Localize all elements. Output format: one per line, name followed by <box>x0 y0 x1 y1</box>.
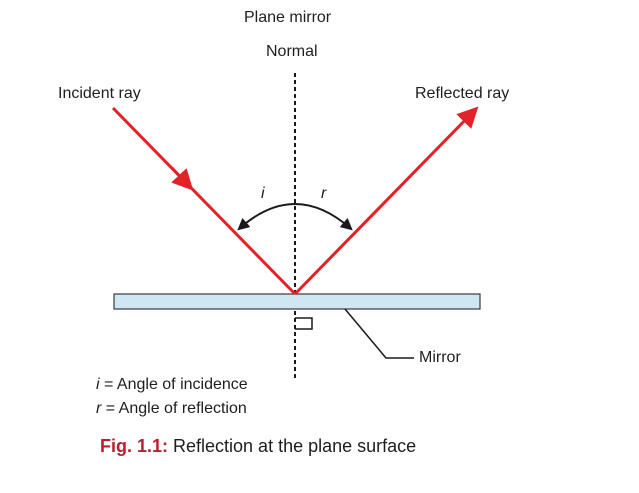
incident-ray-label: Incident ray <box>58 85 141 102</box>
incident-ray-arrow <box>170 166 194 191</box>
angle-arc <box>237 203 353 231</box>
figure-number: Fig. 1.1: <box>100 436 169 456</box>
normal-label: Normal <box>266 43 318 60</box>
figure-caption-text: Reflection at the plane surface <box>168 436 417 456</box>
mirror-leader-line <box>344 308 414 359</box>
figure-caption: Fig. 1.1: Reflection at the plane surfac… <box>100 437 416 455</box>
incident-ray <box>111 106 297 296</box>
legend-i-symbol: i <box>96 376 100 393</box>
angle-r-label: r <box>321 185 327 202</box>
legend-reflection: r = Angle of reflection <box>96 401 247 417</box>
legend-i-text: = Angle of incidence <box>99 376 248 393</box>
legend-r-symbol: r <box>96 400 102 417</box>
reflected-ray-label: Reflected ray <box>415 85 510 102</box>
mirror-label: Mirror <box>419 349 461 366</box>
reflected-ray <box>293 106 479 296</box>
legend-incidence: i = Angle of incidence <box>96 377 248 393</box>
angle-i-label: i <box>261 185 265 202</box>
diagram-title: Plane mirror <box>244 9 332 26</box>
legend-r-text: = Angle of reflection <box>101 400 247 417</box>
right-angle-marker <box>295 317 313 330</box>
mirror-surface <box>113 293 481 310</box>
